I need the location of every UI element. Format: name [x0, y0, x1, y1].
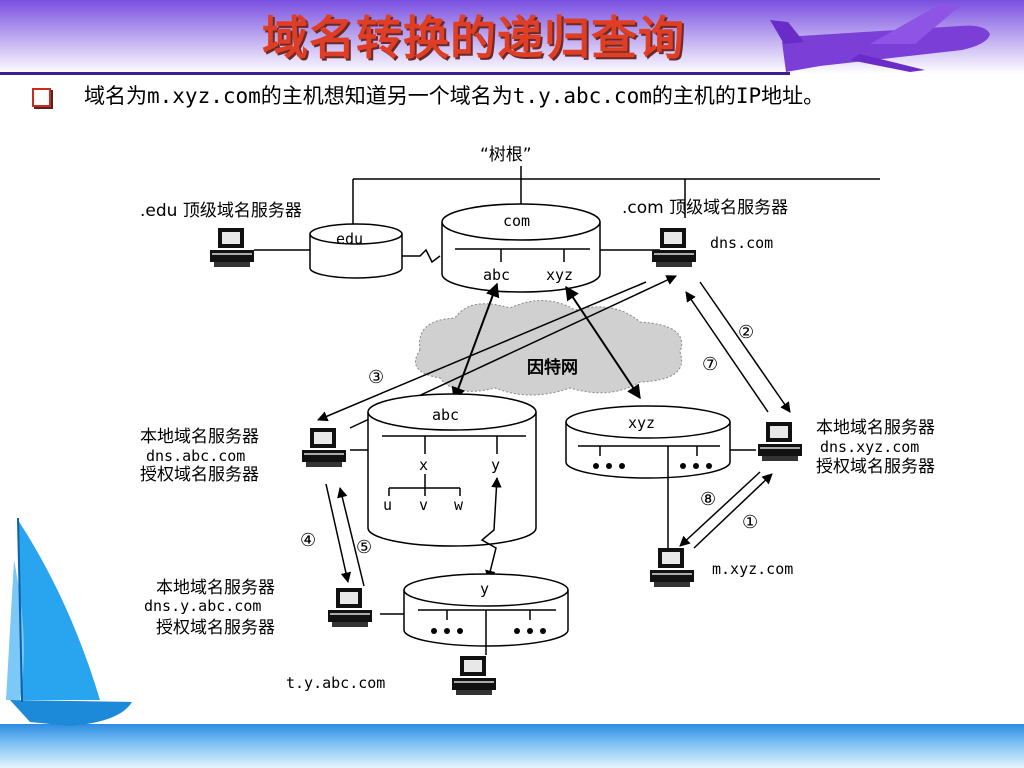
com-server-computer-icon: [652, 228, 696, 267]
abc-local-label: 本地域名服务器: [140, 427, 259, 447]
slide-title: 域名转换的递归查询: [262, 11, 685, 65]
xyz-auth-label: 授权域名服务器: [816, 457, 935, 477]
arrow-step-7: [699, 281, 791, 413]
abc-auth-label: 授权域名服务器: [140, 465, 259, 485]
xyz-local-label: 本地域名服务器: [816, 418, 935, 438]
y-node-label: y: [480, 580, 489, 598]
query-host-computer-icon: [650, 548, 694, 587]
abc-node-label: abc: [432, 406, 459, 424]
edu-server-label: .edu 顶级域名服务器: [140, 201, 302, 221]
arrow-step-3: [317, 281, 647, 422]
abc-server-computer-icon: [302, 428, 346, 467]
airplane-icon: [770, 4, 990, 73]
com-node: [441, 203, 601, 293]
y-local-label: 本地域名服务器: [156, 578, 275, 598]
sailboat-icon: [6, 517, 132, 726]
x-child-u: u: [383, 496, 392, 514]
step-4-label: ④: [300, 530, 316, 551]
y-dns-label: dns.y.abc.com: [144, 597, 261, 615]
arrow-step-1: [693, 473, 773, 549]
arrow-step-5: [337, 486, 365, 587]
edu-server-computer-icon: [210, 228, 254, 267]
abc-y-link: [480, 476, 502, 582]
edu-node: [309, 223, 403, 279]
x-child-v: v: [419, 496, 428, 514]
step-8-label: ⑧: [700, 489, 716, 510]
internet-cloud: [415, 299, 682, 396]
header-rule: [0, 72, 790, 75]
abc-child-x: x: [419, 456, 428, 474]
arrow-step-8: [679, 471, 761, 547]
step-1-label: ①: [742, 512, 758, 533]
step-3-label: ③: [368, 367, 384, 388]
xyz-dns-label: dns.xyz.com: [820, 438, 919, 456]
step-5-label: ⑤: [356, 537, 372, 558]
bullet-text: 域名为m.xyz.com的主机想知道另一个域名为t.y.abc.com的主机的I…: [84, 84, 825, 108]
com-node-label: com: [503, 212, 530, 230]
abc-child-y: y: [491, 456, 500, 474]
xyz-server-computer-icon: [758, 422, 802, 461]
target-host-label: t.y.abc.com: [286, 674, 385, 692]
abc-tree-link: [451, 282, 500, 402]
edu-com-link: [402, 248, 441, 264]
xyz-node-label: xyz: [628, 414, 655, 432]
y-auth-label: 授权域名服务器: [156, 618, 275, 638]
com-child-abc: abc: [483, 266, 510, 284]
com-dns-label: dns.com: [710, 234, 773, 252]
query-host-label: m.xyz.com: [712, 560, 793, 578]
com-child-xyz: xyz: [546, 266, 573, 284]
root-label: “树根”: [480, 145, 532, 165]
internet-label: 因特网: [527, 357, 578, 378]
target-host-computer-icon: [452, 656, 496, 695]
abc-dns-label: dns.abc.com: [146, 447, 245, 465]
edu-node-label: edu: [336, 230, 363, 248]
y-server-computer-icon: [328, 588, 372, 627]
arrow-step-2: [685, 291, 769, 413]
arrow-step-4: [325, 483, 352, 584]
bullet-icon: [32, 88, 51, 107]
step-2-label: ②: [738, 322, 754, 343]
x-child-w: w: [454, 496, 464, 514]
xyz-tree-link: [565, 285, 641, 400]
step-7-label: ⑦: [702, 354, 718, 375]
footer-band: [0, 724, 1024, 768]
com-server-label: .com 顶级域名服务器: [622, 198, 788, 218]
